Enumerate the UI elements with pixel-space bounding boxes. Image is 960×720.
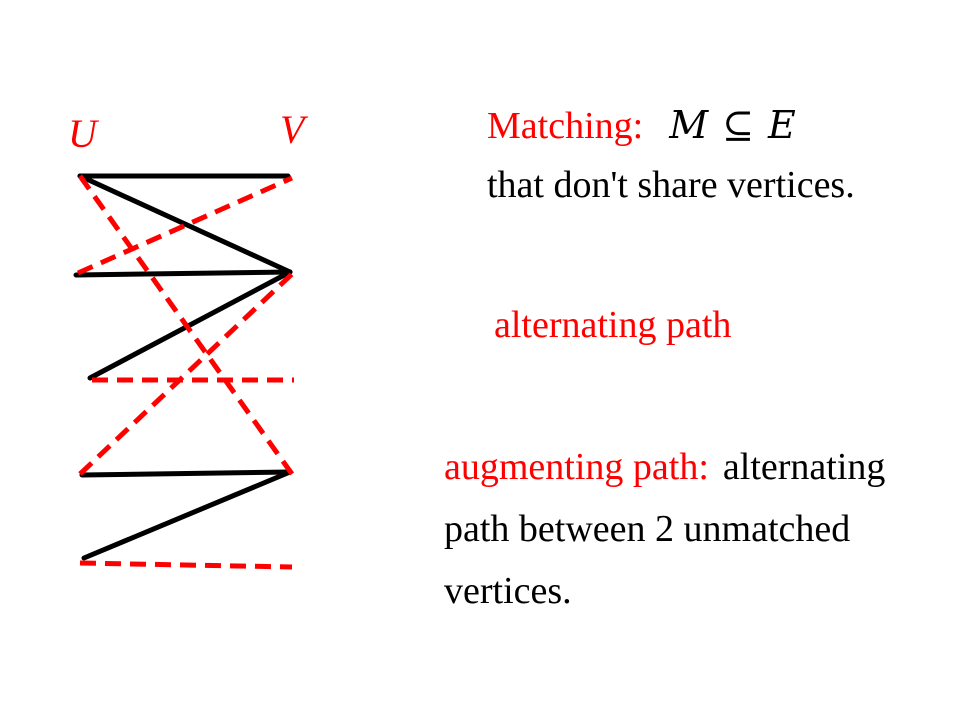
augmenting-term: augmenting path: bbox=[444, 446, 709, 488]
set-u-label: U bbox=[68, 111, 97, 156]
edge-u5-v5 bbox=[79, 560, 293, 570]
edge-u4-v2 bbox=[78, 272, 294, 476]
set-v-label: V bbox=[280, 107, 305, 152]
edge-u1-v2 bbox=[77, 173, 293, 275]
edge-u5-v4 bbox=[81, 469, 293, 561]
edge-u3-v2 bbox=[87, 269, 293, 381]
formula-m: M bbox=[669, 103, 709, 147]
augmenting-definition-part-1: alternating bbox=[722, 446, 886, 488]
augmenting-definition-line-2: path between 2 unmatched bbox=[444, 508, 851, 550]
augmenting-definition-line-3: vertices. bbox=[444, 570, 572, 612]
matching-definition-heading: Matching: M ⊆ E bbox=[487, 106, 796, 145]
augmenting-definition-line-1: augmenting path: alternating bbox=[444, 448, 885, 486]
edge-u2-v1 bbox=[76, 175, 294, 276]
formula-e: E bbox=[767, 103, 796, 147]
matching-edges bbox=[76, 174, 295, 570]
alternating-path-term: alternating path bbox=[494, 304, 732, 346]
non-matching-edges bbox=[73, 173, 293, 561]
matching-description: that don't share vertices. bbox=[487, 164, 855, 206]
matching-term: Matching: bbox=[487, 105, 644, 147]
subset-symbol: ⊆ bbox=[722, 105, 754, 147]
edge-u1-v4 bbox=[77, 174, 295, 476]
edge-u4-v4 bbox=[79, 469, 293, 478]
edge-u2-v2 bbox=[73, 269, 293, 278]
